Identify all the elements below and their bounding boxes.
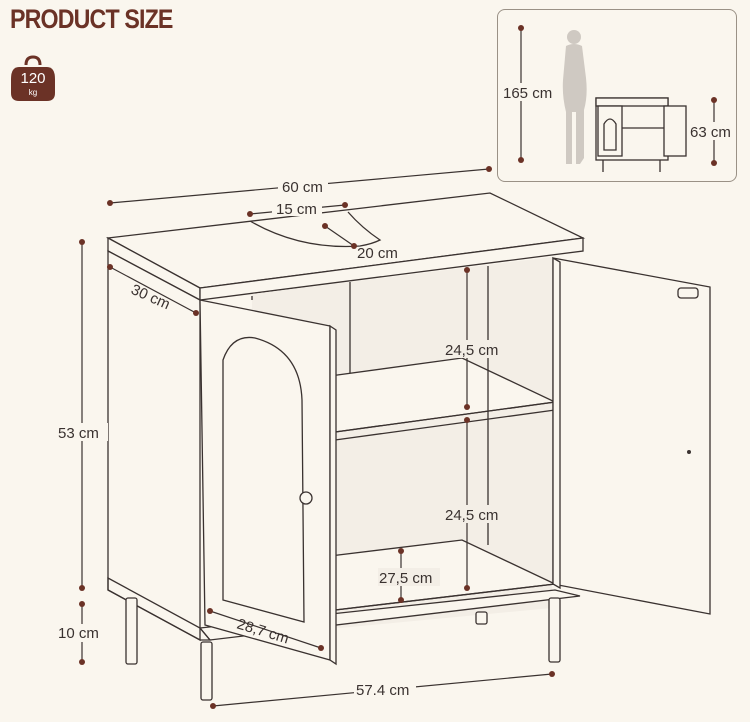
sink-cutout-width-label: 15 cm bbox=[276, 201, 317, 218]
body-height-label: 53 cm bbox=[58, 425, 99, 442]
person-silhouette-icon bbox=[562, 30, 587, 164]
cabinet-drawing bbox=[105, 192, 711, 701]
leg-height-label: 10 cm bbox=[58, 625, 99, 642]
weight-capacity-badge: 120 kg bbox=[11, 55, 55, 101]
total-width-label: 60 cm bbox=[282, 179, 323, 196]
upper-compartment-height-label: 24,5 cm bbox=[445, 342, 498, 359]
lower-compartment-height-label: 24,5 cm bbox=[445, 507, 498, 524]
left-door bbox=[199, 299, 337, 666]
weight-icon bbox=[11, 55, 55, 101]
sink-cutout-depth-label: 20 cm bbox=[357, 245, 398, 262]
inset-cabinet-height-label: 63 cm bbox=[690, 124, 731, 141]
person-height-label: 165 cm bbox=[503, 85, 552, 102]
right-door bbox=[552, 256, 711, 615]
weight-unit: kg bbox=[28, 88, 38, 97]
inset-cabinet bbox=[595, 97, 687, 172]
door-hinge bbox=[677, 287, 699, 299]
page-title: PRODUCT SIZE bbox=[10, 4, 173, 34]
inset-drawing: 165 cm 63 cm bbox=[502, 25, 735, 172]
weight-value: 120 bbox=[20, 70, 46, 87]
door-knob bbox=[299, 491, 313, 505]
leg-span-width-label: 57.4 cm bbox=[356, 682, 409, 699]
shelf-depth-label: 27,5 cm bbox=[379, 570, 432, 587]
